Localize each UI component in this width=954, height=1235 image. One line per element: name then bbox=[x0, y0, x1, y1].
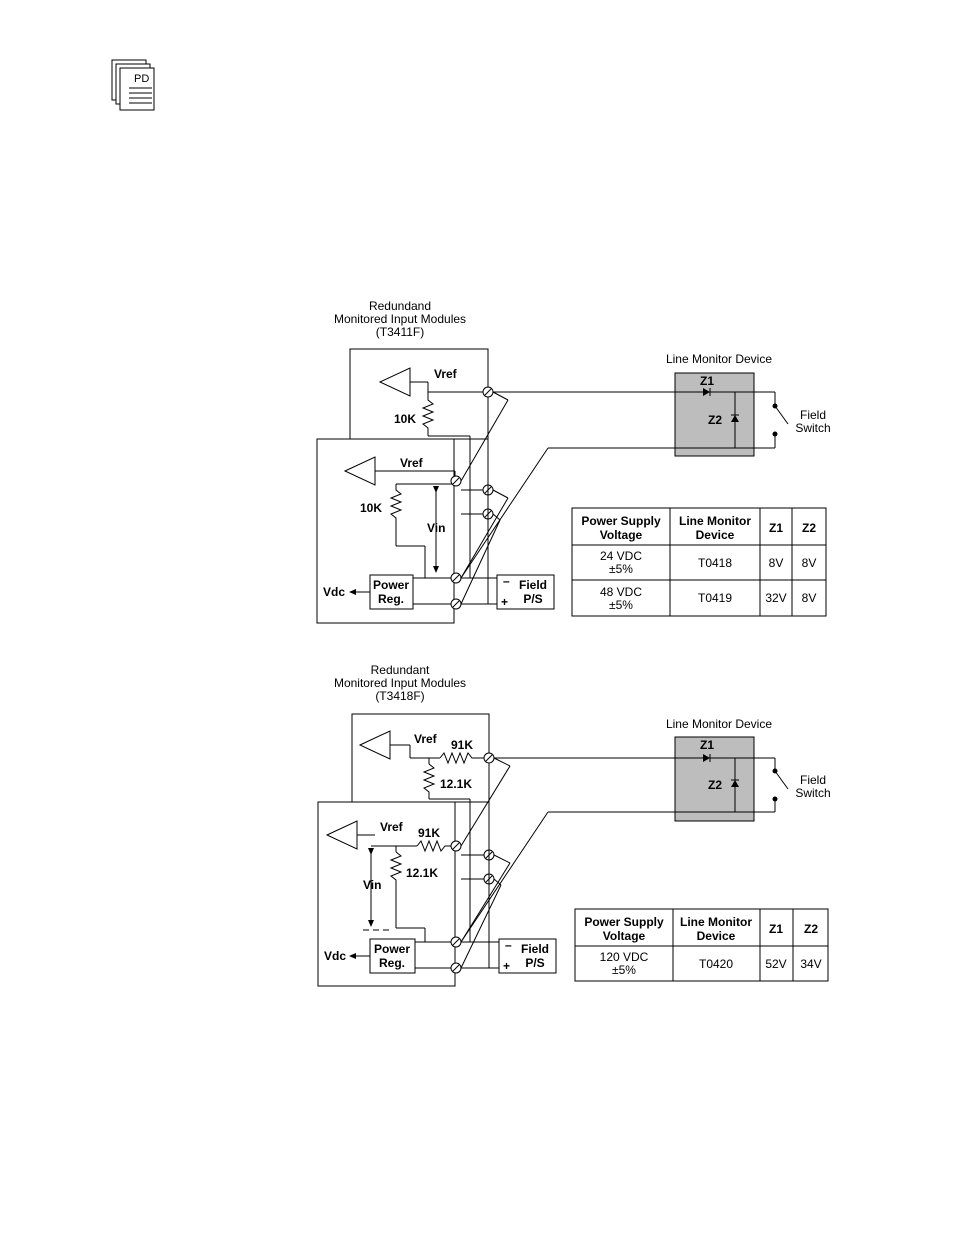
line-monitor-device-box bbox=[674, 736, 755, 822]
table-row: 120 VDC ±5% T0420 52V 34V bbox=[600, 950, 822, 977]
diagram2-z2: Z2 bbox=[708, 778, 722, 792]
resistor-91k-top-icon bbox=[439, 751, 484, 765]
svg-text:120 VDC: 120 VDC bbox=[600, 950, 649, 964]
diagram-t3418f: Redundant Monitored Input Modules (T3418… bbox=[317, 663, 831, 987]
diagram1-lmd-label: Line Monitor Device bbox=[666, 352, 772, 366]
z2-diode-icon bbox=[731, 415, 739, 422]
diagram2-r12-bottom: 12.1K bbox=[406, 866, 438, 880]
diagram2-field-ps-1: Field bbox=[521, 942, 549, 956]
diagram2-vref-top: Vref bbox=[414, 732, 438, 746]
table2-h-psv-1: Power Supply bbox=[584, 915, 664, 929]
table2-h-z1: Z1 bbox=[769, 922, 783, 936]
table-row: 48 VDC ±5% T0419 32V 8V bbox=[600, 585, 816, 612]
document-pages-icon: PD bbox=[111, 59, 155, 111]
svg-text:±5%: ±5% bbox=[609, 598, 633, 612]
table2-h-lmd-1: Line Monitor bbox=[680, 915, 752, 929]
svg-text:24 VDC: 24 VDC bbox=[600, 549, 642, 563]
diagram2-vin: Vin bbox=[363, 878, 381, 892]
table1-h-psv-2: Voltage bbox=[600, 528, 643, 542]
diagram1-z1: Z1 bbox=[700, 374, 714, 388]
diagram1-field-ps-1: Field bbox=[519, 578, 547, 592]
z2-diode-icon bbox=[731, 780, 739, 787]
table-t3411f: Power Supply Voltage Line Monitor Device… bbox=[571, 507, 827, 617]
diagram2-vref-bottom: Vref bbox=[380, 820, 404, 834]
table1-h-lmd-2: Device bbox=[696, 528, 735, 542]
table1-h-z2: Z2 bbox=[802, 521, 816, 535]
diagram1-power-reg-1: Power bbox=[373, 578, 409, 592]
resistor-12k-bottom-icon bbox=[389, 851, 403, 928]
diagram2-field-ps-2: P/S bbox=[525, 956, 544, 970]
svg-text:T0419: T0419 bbox=[698, 591, 732, 605]
diagram2-r12-top: 12.1K bbox=[440, 777, 472, 791]
resistor-12k-top-icon bbox=[422, 763, 436, 799]
diagram2-title-line2: Monitored Input Modules bbox=[334, 676, 466, 690]
diagram1-power-reg-2: Reg. bbox=[378, 592, 404, 606]
power-reg-box bbox=[369, 574, 414, 610]
field-ps-box bbox=[496, 574, 555, 610]
diagram2-power-reg-1: Power bbox=[374, 942, 410, 956]
diagram-t3411f: Redundand Monitored Input Modules (T3411… bbox=[316, 299, 831, 624]
diagram1-title-line2: Monitored Input Modules bbox=[334, 312, 466, 326]
svg-text:8V: 8V bbox=[769, 556, 784, 570]
diagram2-vdc: Vdc bbox=[324, 949, 346, 963]
svg-text:48 VDC: 48 VDC bbox=[600, 585, 642, 599]
svg-text:T0418: T0418 bbox=[698, 556, 732, 570]
diagram2-r91-top: 91K bbox=[451, 738, 473, 752]
svg-text:±5%: ±5% bbox=[612, 963, 636, 977]
diagram2-field-switch-1: Field bbox=[800, 773, 826, 787]
table1-h-lmd-1: Line Monitor bbox=[679, 514, 751, 528]
diagram1-field-ps-2: P/S bbox=[523, 592, 542, 606]
diagram2-title-line1: Redundant bbox=[371, 663, 430, 677]
resistor-top-icon bbox=[421, 392, 435, 436]
resistor-91k-bottom-icon bbox=[416, 839, 451, 853]
svg-text:32V: 32V bbox=[765, 591, 786, 605]
svg-text:±5%: ±5% bbox=[609, 562, 633, 576]
svg-text:34V: 34V bbox=[800, 957, 821, 971]
diagram1-title-line1: Redundand bbox=[369, 299, 431, 313]
diagram2-title-line3: (T3418F) bbox=[375, 689, 424, 703]
z1-diode-icon bbox=[703, 388, 710, 396]
field-ps-box bbox=[498, 938, 557, 974]
diagram1-minus: – bbox=[503, 574, 510, 588]
svg-text:52V: 52V bbox=[765, 957, 786, 971]
diagram1-field-switch-2: Switch bbox=[795, 421, 830, 435]
diagram2-z1: Z1 bbox=[700, 738, 714, 752]
table-row: 24 VDC ±5% T0418 8V 8V bbox=[600, 549, 816, 576]
field-switch-icon bbox=[774, 405, 789, 425]
diagram1-r-top: 10K bbox=[394, 412, 416, 426]
doc-icon-letters: PD bbox=[134, 73, 149, 85]
diagram1-vref-bottom: Vref bbox=[400, 456, 424, 470]
diagram1-field-switch-1: Field bbox=[800, 408, 826, 422]
table1-h-psv-1: Power Supply bbox=[581, 514, 661, 528]
diagram2-field-switch-2: Switch bbox=[795, 786, 830, 800]
diagram1-vref-top: Vref bbox=[434, 367, 458, 381]
line-monitor-device-box bbox=[674, 372, 755, 457]
table1-h-z1: Z1 bbox=[769, 521, 783, 535]
table2-h-z2: Z2 bbox=[804, 922, 818, 936]
diagram2-r91-bottom: 91K bbox=[418, 826, 440, 840]
diagram2-power-reg-2: Reg. bbox=[379, 956, 405, 970]
diagram2-minus: – bbox=[505, 938, 512, 952]
table2-h-lmd-2: Device bbox=[697, 929, 736, 943]
resistor-bottom-icon bbox=[389, 484, 403, 546]
svg-text:T0420: T0420 bbox=[699, 957, 733, 971]
diagram1-r-bottom: 10K bbox=[360, 501, 382, 515]
field-switch-icon bbox=[774, 770, 789, 790]
diagram1-z2: Z2 bbox=[708, 413, 722, 427]
svg-text:8V: 8V bbox=[802, 556, 817, 570]
module-a-outline bbox=[349, 348, 489, 440]
table-t3418f: Power Supply Voltage Line Monitor Device… bbox=[574, 908, 829, 982]
power-reg-box bbox=[369, 938, 416, 974]
table2-h-psv-2: Voltage bbox=[603, 929, 646, 943]
svg-text:8V: 8V bbox=[802, 591, 817, 605]
diagram2-plus: + bbox=[503, 959, 510, 973]
diagram1-title-line3: (T3411F) bbox=[376, 325, 424, 339]
z1-diode-icon bbox=[703, 754, 710, 762]
diagram1-vin: Vin bbox=[427, 521, 445, 535]
diagram2-lmd-label: Line Monitor Device bbox=[666, 717, 772, 731]
diagram1-plus: + bbox=[501, 595, 508, 609]
diagram1-vdc: Vdc bbox=[323, 585, 345, 599]
